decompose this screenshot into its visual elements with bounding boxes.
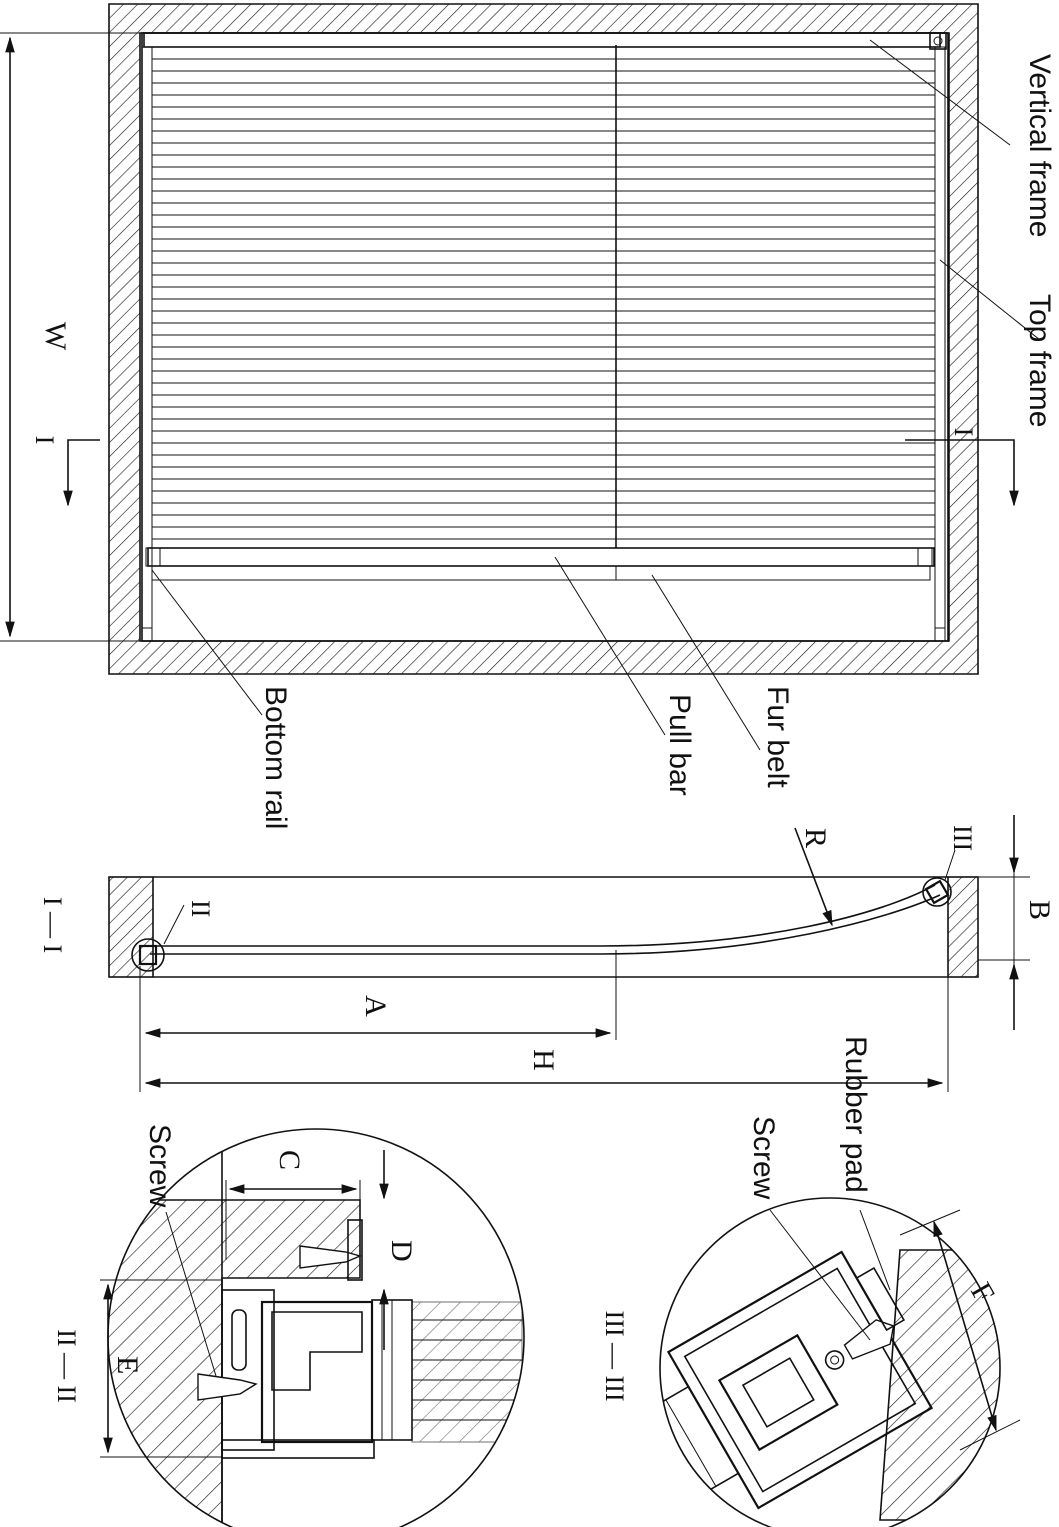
- detail-ii-screw-icon: [197, 1373, 258, 1401]
- left-vertical-frame: [141, 46, 153, 642]
- detail-ii-circle: [131, 938, 165, 972]
- b-dimension-label: B: [1023, 900, 1056, 920]
- blind-outline: [141, 32, 949, 642]
- detail-ii-bracket: [260, 1300, 374, 1444]
- label-pull-bar: Pull bar: [663, 694, 696, 796]
- pull-bar: [147, 547, 935, 567]
- pull-bar-end-right: [917, 547, 933, 567]
- detail-iii-iii: F Screw Rubber pad III — III: [600, 1036, 1021, 1527]
- top-corner-screw-icon: [933, 36, 943, 46]
- section-mark-right: I: [949, 428, 978, 437]
- leader-screw-1: [165, 1211, 217, 1377]
- slats: [152, 58, 935, 540]
- section-cut-right: [905, 439, 1019, 507]
- detail-ii-mark: II: [186, 900, 215, 917]
- rubber-pad: [855, 1266, 906, 1332]
- section-i-i: II III R B A H I — I: [38, 815, 1056, 1092]
- leader-bottom-rail: [151, 569, 263, 716]
- wall-frame-hatched: [108, 3, 979, 675]
- label-top-frame: Top frame: [1023, 294, 1056, 427]
- detail-ii-ii: C D E Screw II — II: [52, 1124, 525, 1527]
- label-rubber-pad: Rubber pad: [839, 1036, 872, 1193]
- section-right-jamb: [947, 876, 979, 978]
- r-leader: [794, 827, 833, 927]
- section-left-jamb: [108, 876, 154, 978]
- leader-fur-belt: [651, 574, 761, 751]
- h-dimension-label: H: [527, 1049, 560, 1071]
- d-dimension-label: D: [385, 1240, 418, 1262]
- label-screw-1: Screw: [143, 1124, 176, 1208]
- detail-iii-bracket: [717, 1333, 839, 1452]
- leader-vertical-frame: [869, 39, 1011, 146]
- bottom-rail-right: [934, 627, 946, 642]
- section-i-title: I — I: [38, 897, 67, 953]
- detail-ii-profile: [221, 1289, 275, 1451]
- label-vertical-frame: Vertical frame: [1023, 54, 1056, 237]
- pull-bar-end-left: [145, 547, 161, 567]
- blind-profile-lower: [150, 894, 941, 955]
- label-screw-2: Screw: [747, 1116, 780, 1200]
- detail-iii-mark: III: [948, 825, 977, 851]
- e-dimension-label: E: [111, 1356, 144, 1374]
- section-iii-title: III — III: [600, 1311, 629, 1402]
- top-frame-rail: [143, 32, 941, 48]
- leader-top-frame: [939, 259, 1041, 341]
- c-dimension-label: C: [273, 1150, 306, 1170]
- fur-belt: [151, 565, 931, 581]
- bottom-rail-left: [141, 627, 153, 642]
- a-dimension-label: A: [359, 995, 392, 1017]
- w-dimension-label: W: [39, 322, 72, 351]
- r-dimension-label: R: [799, 828, 832, 848]
- leader-rubber-pad: [859, 1209, 891, 1291]
- label-fur-belt: Fur belt: [761, 686, 794, 788]
- right-vertical-frame: [934, 46, 946, 642]
- detail-iii-circle: [922, 877, 952, 907]
- label-bottom-rail: Bottom rail: [259, 686, 292, 829]
- leader-pull-bar: [554, 556, 666, 736]
- section-mark-left: I: [30, 436, 59, 445]
- blind-profile-upper: [150, 884, 936, 947]
- section-cut-left: [63, 439, 100, 507]
- leader-screw-2: [769, 1209, 871, 1341]
- section-ii-title: II — II: [52, 1329, 81, 1403]
- top-corner-fitting: [929, 32, 947, 50]
- front-view: W I I Vertical frame Top frame Bottom ra…: [0, 3, 1056, 829]
- f-dimension-line: [933, 1220, 997, 1432]
